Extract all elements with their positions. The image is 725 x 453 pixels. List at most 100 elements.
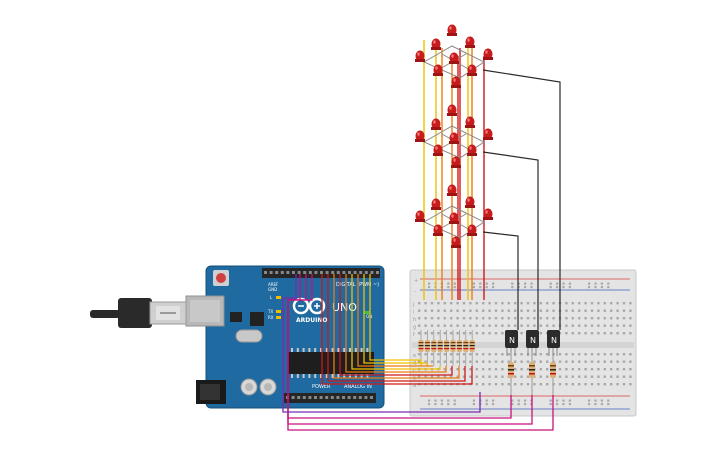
hole [507, 309, 510, 312]
hole [603, 383, 606, 386]
hole [450, 368, 453, 371]
transistor-2[interactable]: N [526, 330, 539, 356]
hole [533, 360, 536, 363]
hole [571, 309, 574, 312]
rail-hole [447, 282, 450, 285]
analog-header-label: ANALOG IN [344, 384, 372, 390]
header-pin [325, 396, 329, 399]
hole [443, 309, 446, 312]
resistor-band [437, 348, 443, 350]
resistor-band [456, 348, 462, 350]
led-highlight [433, 120, 436, 124]
rail-hole [524, 282, 527, 285]
row-letter: h [413, 317, 416, 323]
hole [475, 368, 478, 371]
led-highlight [417, 52, 420, 56]
chip-pin [337, 374, 340, 378]
resistor-band [431, 348, 437, 350]
hole [578, 360, 581, 363]
hole [622, 317, 626, 320]
hole [622, 302, 626, 305]
hole [514, 324, 517, 327]
hole [629, 309, 632, 312]
rail-hole [428, 286, 431, 289]
hole [494, 332, 498, 335]
rail-hole [453, 399, 456, 402]
hole [430, 324, 434, 327]
reset-button[interactable] [216, 273, 226, 283]
row-letter: g [413, 325, 416, 331]
resistor-band [418, 342, 424, 344]
transistor-1[interactable]: N [505, 330, 518, 356]
hole [514, 375, 517, 378]
hole [443, 332, 446, 335]
hole [616, 309, 619, 312]
hole [597, 360, 600, 363]
column-resistors [418, 330, 475, 366]
hole [469, 317, 472, 320]
hole [558, 353, 562, 356]
pin-wire [339, 274, 453, 376]
rail-hole [440, 399, 443, 402]
transistor-3[interactable]: N [547, 330, 560, 356]
led-highlight [485, 50, 488, 54]
header-pin [353, 396, 357, 399]
hole [494, 383, 498, 386]
hole [546, 309, 549, 312]
hole [475, 302, 478, 305]
hole [616, 368, 619, 371]
transistor-3-label: N [551, 336, 557, 345]
hole [584, 375, 587, 378]
hole [494, 368, 498, 371]
hole [424, 309, 427, 312]
resistor-band [463, 348, 469, 350]
hole [507, 302, 510, 305]
header-pin [292, 271, 295, 274]
rail-hole [549, 286, 552, 289]
hole [584, 383, 587, 386]
gnd-label: GND [268, 287, 277, 292]
rail-hole [594, 403, 597, 406]
resistor-band [444, 348, 450, 350]
hole [450, 324, 453, 327]
hole [507, 383, 510, 386]
hole [482, 302, 485, 305]
led-highlight [435, 146, 438, 150]
hole [610, 375, 613, 378]
hole [552, 353, 555, 356]
header-pin [331, 271, 335, 274]
chip-pin [325, 348, 328, 352]
resistor-band [418, 348, 424, 350]
chip-pin [302, 348, 305, 352]
hole [590, 302, 594, 305]
arduino-uno[interactable]: ARDUINO UNO DIGITAL (PWM ~) POWER ANALOG… [185, 265, 385, 409]
led-highlight [433, 200, 436, 204]
layer-wires [482, 69, 561, 330]
rail-hole [568, 282, 571, 285]
hole [494, 317, 498, 320]
hole [424, 360, 427, 363]
led-highlight [449, 26, 452, 30]
hole [533, 309, 536, 312]
header-pin [308, 271, 312, 274]
hole [539, 324, 542, 327]
header-pin [275, 271, 279, 274]
hole [565, 309, 568, 312]
hole [430, 309, 434, 312]
header-pin [314, 396, 317, 399]
hole [597, 368, 600, 371]
hole [629, 360, 632, 363]
rail-hole [511, 399, 514, 402]
hole [443, 302, 446, 305]
header-pin [308, 396, 312, 399]
hole [565, 375, 568, 378]
led-cube[interactable] [415, 24, 493, 301]
header-pin [269, 271, 273, 274]
hole [443, 324, 446, 327]
pin-wire [363, 274, 428, 366]
chip-pin [291, 374, 293, 378]
led-base [431, 207, 441, 210]
led-highlight [469, 66, 472, 70]
led-base [451, 85, 461, 88]
